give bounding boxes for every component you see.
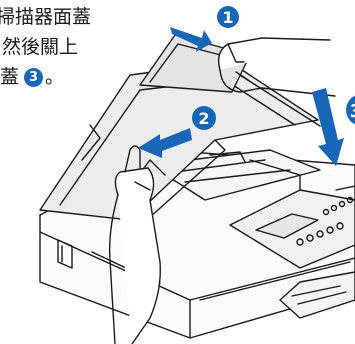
control-panel xyxy=(229,185,355,269)
left-hand xyxy=(109,145,161,344)
right-hand xyxy=(217,37,336,97)
lcd-screen xyxy=(255,213,319,239)
panel-button xyxy=(338,200,346,208)
step-3-number: 3 xyxy=(350,101,355,122)
instruction-line-1: 掃描器面蓋 xyxy=(0,6,92,28)
instruction-line-3-text: 蓋 xyxy=(0,66,20,88)
panel-button xyxy=(336,222,344,230)
panel-button xyxy=(322,208,330,216)
step-2-number: 2 xyxy=(198,109,209,128)
step-1-number: 1 xyxy=(222,8,233,27)
step-2-badge: 2 xyxy=(192,106,216,130)
step-3-inline-badge: 3 xyxy=(24,68,44,87)
panel-button xyxy=(330,204,338,212)
step-1-badge: 1 xyxy=(217,6,239,28)
arrow-step-2 xyxy=(138,128,192,158)
panel-button xyxy=(316,230,324,238)
instruction-line-2: 然後關上 xyxy=(2,36,79,58)
step-3-badge: 3 xyxy=(346,95,355,125)
panel-button xyxy=(326,226,334,234)
paper-tray xyxy=(279,271,355,319)
printer-interior xyxy=(149,149,321,201)
panel-button xyxy=(296,238,304,246)
instruction-line-3-suffix: 。 xyxy=(45,66,65,88)
panel-button xyxy=(306,234,314,242)
arrow-step-1 xyxy=(170,27,212,52)
arrow-step-3 xyxy=(312,88,344,166)
panel-button xyxy=(346,196,354,204)
